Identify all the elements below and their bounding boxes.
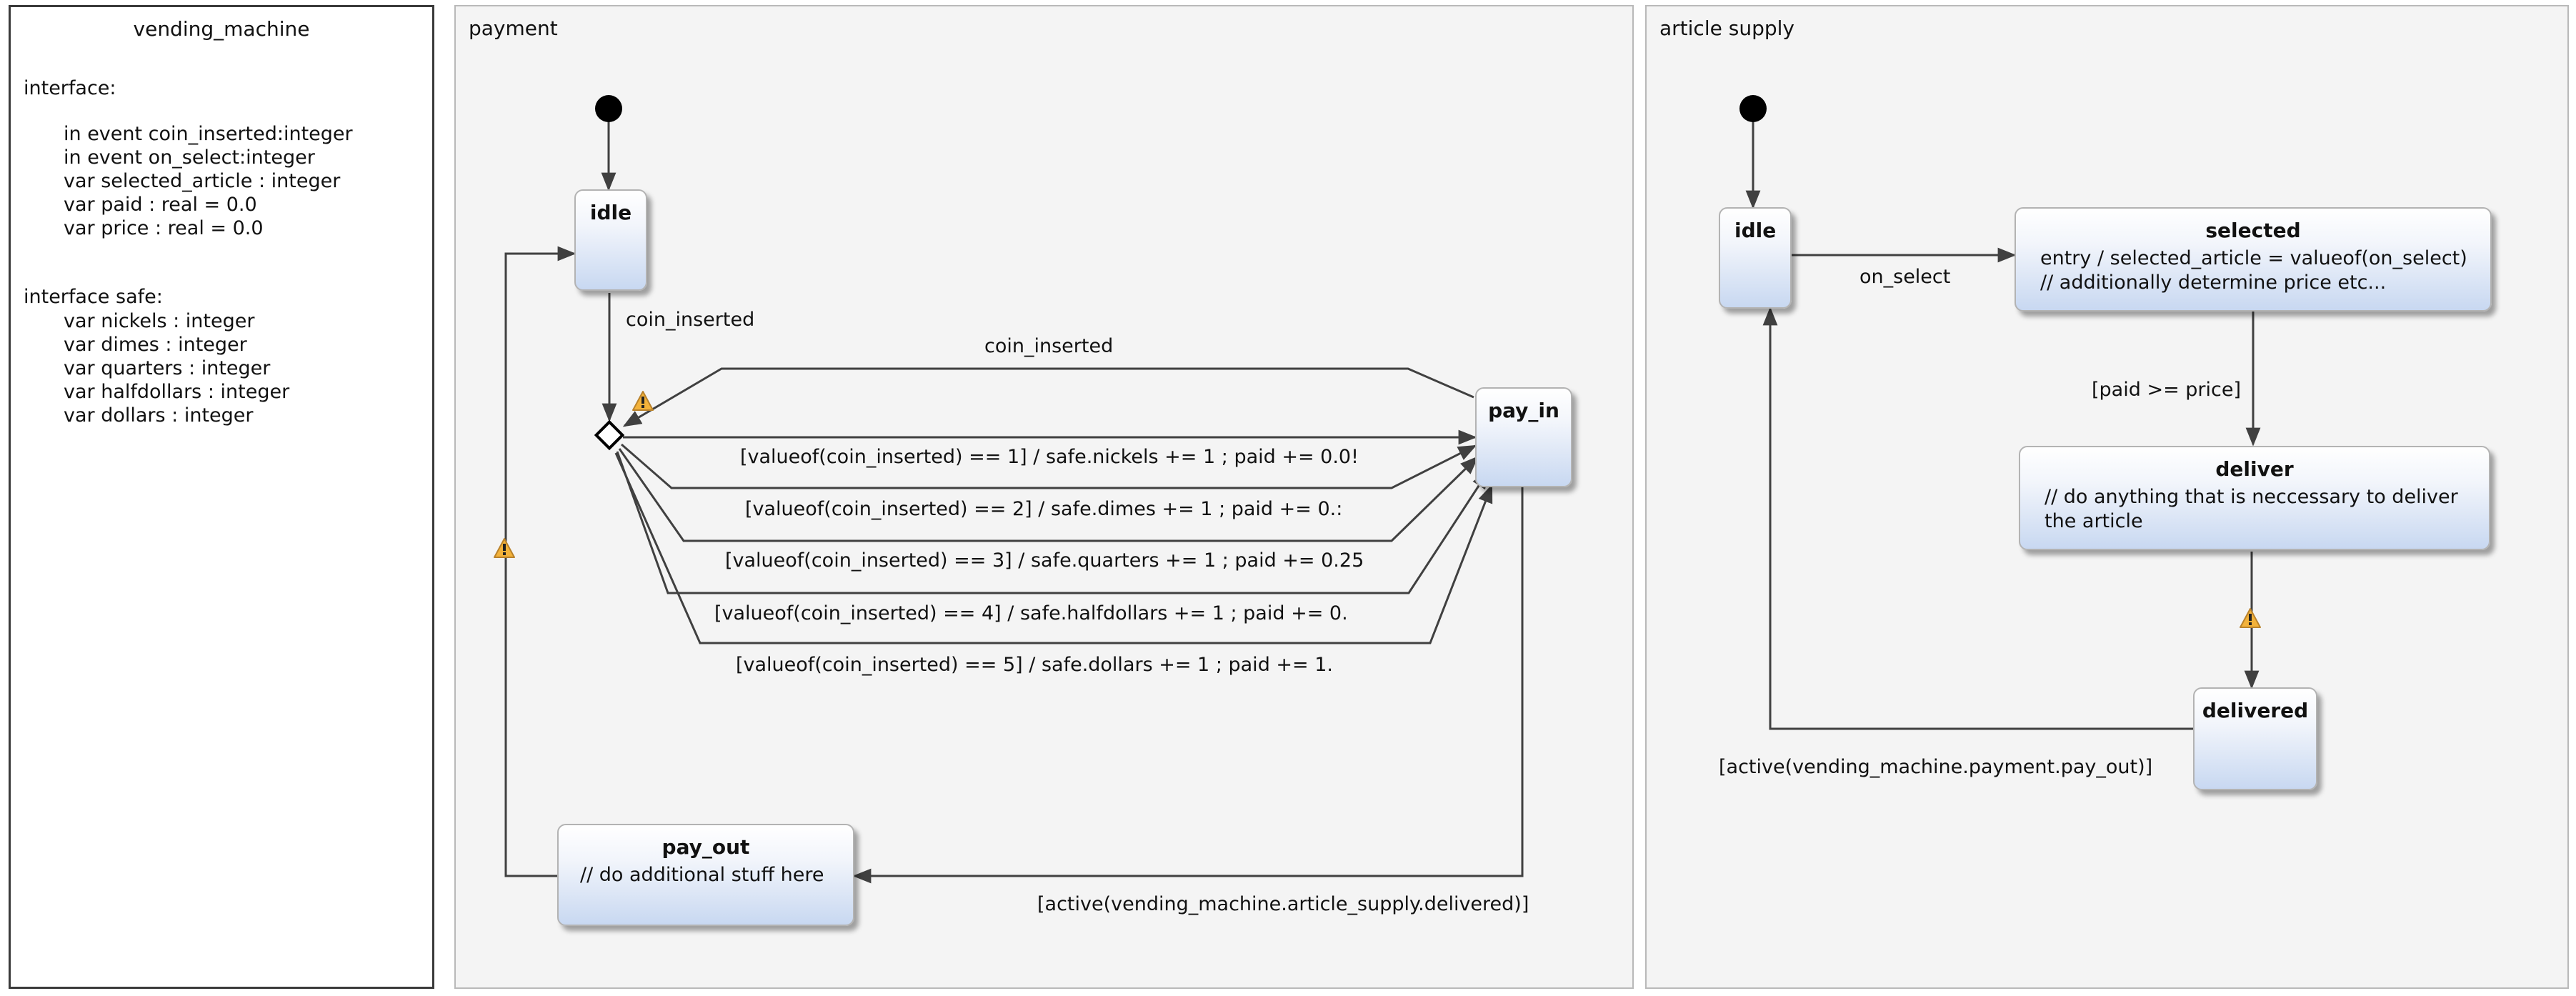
- article-supply-region-title: article supply: [1659, 16, 1794, 40]
- state-supply-idle[interactable]: idle: [1719, 207, 1792, 309]
- state-payment-pay-out[interactable]: pay_out // do additional stuff here: [557, 824, 854, 926]
- edge-payin-to-choice: [622, 367, 1474, 427]
- state-supply-delivered[interactable]: delivered: [2193, 687, 2317, 790]
- state-payment-pay-in[interactable]: pay_in: [1475, 387, 1572, 487]
- state-body: // do additional stuff here: [580, 864, 824, 886]
- interface-line: in event coin_inserted:integer: [64, 123, 353, 145]
- state-name: delivered: [2202, 699, 2309, 722]
- payment-choice-node: [594, 419, 625, 451]
- transition-label-delivered-to-idle: [active(vending_machine.payment.pay_out)…: [1719, 756, 2153, 778]
- edge-guard-2: [621, 443, 1477, 489]
- transition-label-idle-to-choice: coin_inserted: [626, 309, 755, 331]
- state-name: selected: [2205, 219, 2301, 242]
- safe-line: var dimes : integer: [64, 334, 247, 356]
- supply-initial-node: [1739, 95, 1767, 122]
- state-name: pay_out: [662, 835, 750, 859]
- interface-line: var price : real = 0.0: [64, 217, 264, 239]
- transition-label-idle-to-selected: on_select: [1859, 266, 1951, 288]
- edge-payout-to-idle: [504, 246, 576, 877]
- safe-line: var quarters : integer: [64, 357, 271, 379]
- transition-label-guard-3: [valueof(coin_inserted) == 3] / safe.qua…: [725, 549, 1364, 572]
- safe-interface-heading: interface safe:: [24, 286, 163, 308]
- definitions-panel: vending_machine interface: in event coin…: [9, 5, 434, 989]
- state-payment-idle[interactable]: idle: [574, 189, 647, 291]
- payment-initial-node: [595, 95, 622, 122]
- interface-heading: interface:: [24, 77, 116, 99]
- transition-label-guard-1: [valueof(coin_inserted) == 1] / safe.nic…: [740, 446, 1359, 468]
- transition-label-guard-5: [valueof(coin_inserted) == 5] / safe.dol…: [736, 654, 1333, 676]
- interface-line: var selected_article : integer: [64, 170, 341, 192]
- transition-label-payin-to-payout: [active(vending_machine.article_supply.d…: [1037, 893, 1529, 915]
- state-name: deliver: [2215, 457, 2294, 481]
- transition-label-guard-4: [valueof(coin_inserted) == 4] / safe.hal…: [714, 602, 1348, 624]
- edge-guard-4: [616, 451, 1489, 594]
- safe-line: var nickels : integer: [64, 310, 255, 332]
- state-name: idle: [1734, 219, 1777, 242]
- edge-guard-5: [614, 452, 1493, 644]
- safe-line: var dollars : integer: [64, 404, 254, 427]
- state-supply-deliver[interactable]: deliver // do anything that is neccessar…: [2019, 446, 2490, 550]
- warning-icon: [2240, 608, 2261, 628]
- safe-line: var halfdollars : integer: [64, 381, 290, 403]
- edge-guard-3: [618, 448, 1479, 542]
- transition-label-guard-2: [valueof(coin_inserted) == 2] / safe.dim…: [745, 498, 1343, 520]
- state-supply-selected[interactable]: selected entry / selected_article = valu…: [2015, 207, 2492, 312]
- edge-payin-to-payout: [852, 486, 1524, 884]
- state-name: pay_in: [1488, 399, 1559, 422]
- state-body: // do anything that is neccessary to del…: [2045, 486, 2458, 532]
- warning-icon: [632, 391, 654, 411]
- transition-label-payin-to-choice: coin_inserted: [984, 335, 1114, 357]
- transition-label-selected-to-deliver: [paid >= price]: [2092, 379, 2241, 401]
- warning-icon: [494, 538, 515, 558]
- state-name: idle: [589, 201, 632, 224]
- edge-delivered-to-idle: [1762, 307, 2193, 730]
- state-body: entry / selected_article = valueof(on_se…: [2040, 247, 2467, 294]
- definitions-title: vending_machine: [133, 17, 310, 41]
- interface-line: in event on_select:integer: [64, 146, 315, 169]
- interface-line: var paid : real = 0.0: [64, 194, 257, 216]
- payment-region-title: payment: [469, 16, 558, 40]
